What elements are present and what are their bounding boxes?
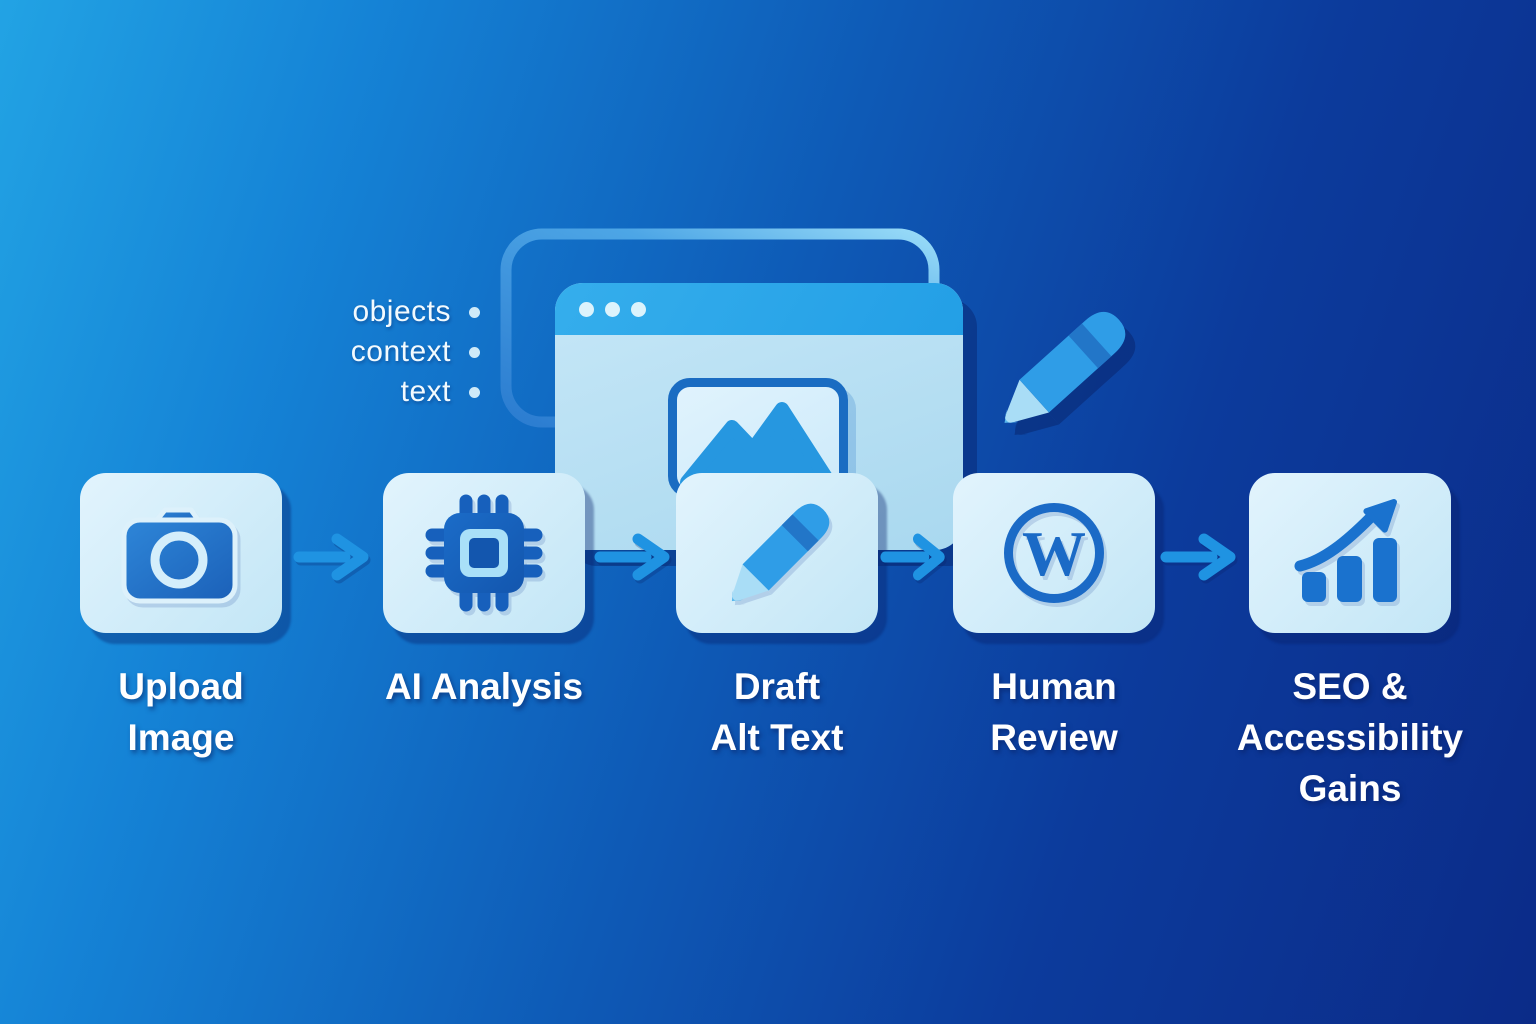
step-label-ai-analysis: AI Analysis	[324, 661, 644, 712]
browser-titlebar	[555, 283, 963, 335]
arrow-right-icon	[1160, 533, 1236, 581]
label-line: Human	[991, 666, 1117, 707]
tag-label: text	[400, 375, 451, 408]
step-label-draft-alt-text: Draft Alt Text	[617, 661, 937, 763]
window-dot-icon	[605, 301, 620, 317]
analysis-tag-context: context	[351, 332, 480, 372]
step-card-draft-alt-text	[676, 473, 878, 633]
step-label-human-review: Human Review	[894, 661, 1214, 763]
chip-icon	[425, 494, 543, 612]
label-line: Gains	[1298, 768, 1402, 809]
arrow-right-icon	[293, 533, 369, 581]
label-line: SEO &	[1292, 666, 1408, 707]
pencil-icon	[718, 496, 837, 615]
window-dot-icon	[631, 301, 646, 317]
growth-chart-icon	[1294, 499, 1397, 602]
step-card-human-review: W	[953, 473, 1155, 633]
label-line: Image	[127, 717, 235, 758]
tag-bullet-icon	[469, 346, 480, 358]
label-line: Upload	[118, 666, 244, 707]
step-card-upload-image	[80, 473, 282, 633]
step-card-ai-analysis	[383, 473, 585, 633]
camera-icon	[121, 507, 238, 603]
label-line: Draft	[733, 666, 821, 707]
label-line: Review	[990, 717, 1118, 758]
tag-label: objects	[352, 295, 451, 328]
analysis-tag-text: text	[401, 372, 480, 412]
analysis-tag-objects: objects	[352, 292, 480, 332]
step-label-seo-accessibility: SEO & Accessibility Gains	[1190, 661, 1510, 814]
label-line: Accessibility	[1236, 717, 1464, 758]
pencil-icon	[989, 303, 1134, 440]
tag-label: context	[350, 335, 451, 368]
window-dot-icon	[579, 301, 594, 317]
step-label-upload-image: Upload Image	[21, 661, 341, 763]
arrow-right-icon	[880, 533, 945, 581]
wordpress-icon: W	[1004, 503, 1104, 603]
tag-bullet-icon	[469, 386, 480, 398]
label-line: AI Analysis	[384, 666, 584, 707]
label-line: Alt Text	[710, 717, 844, 758]
arrow-right-icon	[594, 533, 670, 581]
wordpress-w: W	[1022, 518, 1086, 589]
tag-bullet-icon	[469, 306, 480, 318]
step-card-seo-accessibility	[1249, 473, 1451, 633]
